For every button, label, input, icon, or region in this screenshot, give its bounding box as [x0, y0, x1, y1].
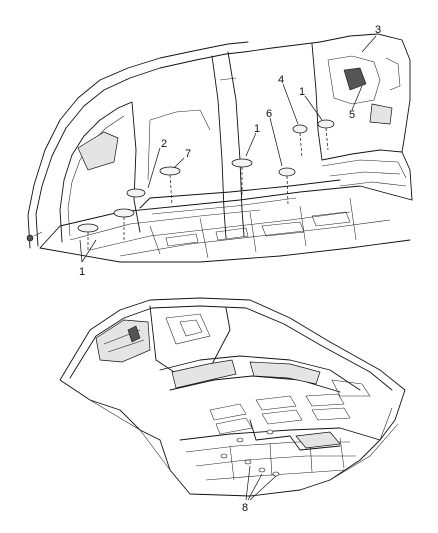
callout-1-left: 1 — [79, 266, 85, 278]
drain-plug-hole — [236, 437, 244, 443]
drain-plug-hole — [244, 459, 252, 465]
bottom-illustration-floor-pan — [59, 297, 406, 497]
callout-8: 8 — [242, 502, 248, 514]
floor-silencer-pad-2 — [126, 188, 146, 198]
drain-plug-hole — [220, 453, 228, 459]
silencer-pads-top — [77, 119, 335, 250]
floor-silencer-pad-7 — [159, 166, 181, 176]
callout-6: 6 — [266, 108, 272, 120]
drain-plug-hole — [272, 471, 280, 477]
top-illustration-vehicle-interior — [26, 33, 413, 263]
floor-silencer-pad — [77, 223, 99, 233]
callout-5: 5 — [349, 109, 355, 121]
callout-3: 3 — [375, 24, 381, 36]
callout-4: 4 — [278, 74, 284, 86]
callout-7: 7 — [185, 148, 191, 160]
floor-silencer-pad — [317, 119, 335, 129]
drain-plug-hole — [266, 429, 274, 435]
floor-silencer-pad-4 — [292, 124, 308, 134]
floor-silencer-pad-6 — [278, 167, 296, 177]
callout-1-right: 1 — [299, 86, 305, 98]
floor-silencer-pad — [113, 208, 135, 218]
callout-2: 2 — [161, 138, 167, 150]
floor-silencer-pad — [231, 158, 253, 168]
callout-labels: 1 2 7 1 6 4 1 5 3 8 — [79, 24, 381, 514]
leader-lines — [79, 35, 377, 501]
drain-plug-hole — [258, 467, 266, 473]
callout-1-center: 1 — [254, 123, 260, 135]
